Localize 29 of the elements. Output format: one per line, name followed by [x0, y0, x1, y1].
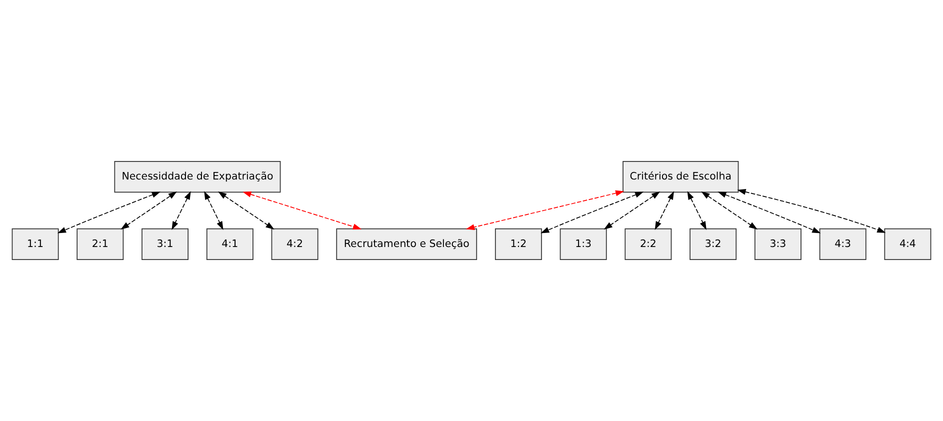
node-box: Necessiddade de Expatriação [114, 160, 281, 193]
node-box: 1:1 [12, 228, 59, 260]
arrow [737, 188, 886, 233]
node-box: 2:2 [624, 228, 672, 260]
arrow [604, 192, 660, 230]
arrow [120, 192, 177, 230]
arrow [57, 192, 160, 234]
node-box: 1:3 [560, 228, 607, 260]
arrow [204, 191, 224, 230]
arrow [218, 192, 274, 230]
arrow [718, 192, 821, 234]
arrow [654, 191, 674, 230]
node-box: 4:4 [884, 228, 932, 260]
node-box: 4:1 [206, 228, 254, 260]
node-box: 2:1 [76, 228, 124, 260]
arrow [701, 192, 758, 230]
node-box: Critérios de Escolha [622, 160, 739, 193]
node-box: 3:3 [754, 228, 802, 260]
node-box: 4:3 [819, 228, 866, 260]
node-box: Recrutamento e Seleção [336, 228, 478, 260]
node-box: 1:2 [494, 228, 542, 260]
arrow [466, 190, 624, 230]
node-box: 3:2 [690, 228, 737, 260]
arrow [687, 191, 706, 230]
node-box: 3:1 [142, 228, 189, 260]
node-box: 4:2 [271, 228, 318, 260]
arrow [172, 191, 191, 230]
arrow [242, 192, 362, 230]
arrow [540, 192, 644, 234]
